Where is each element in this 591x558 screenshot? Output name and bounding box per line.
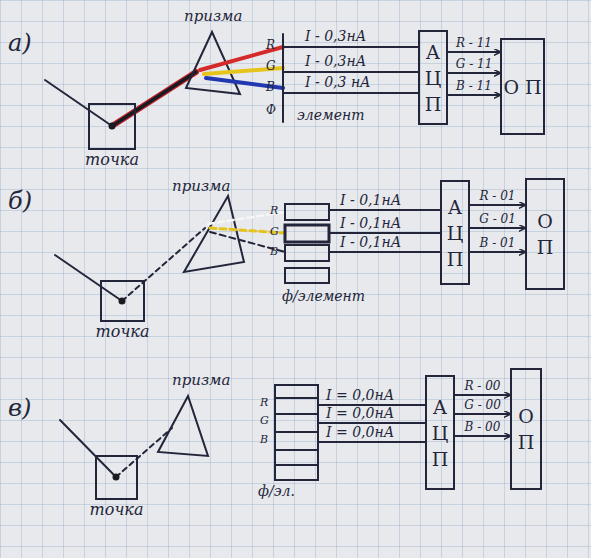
incident-ray: [55, 255, 122, 301]
annotation: призма: [184, 8, 242, 25]
annotation: призма: [172, 372, 230, 389]
annotation: I - 0,1нА: [340, 193, 401, 208]
current-wire: [329, 209, 440, 211]
reflected-ray: [112, 72, 196, 126]
unit-name: О П: [503, 74, 541, 100]
prism: [158, 396, 208, 456]
unit-name: А Ц П: [427, 394, 453, 472]
signal-arrow: [470, 204, 525, 206]
incident-ray: [60, 420, 116, 477]
photoelement-cell: [285, 245, 329, 261]
current-wire: [329, 232, 440, 234]
annotation: ф/элемент: [282, 289, 365, 304]
cell-divider: [275, 464, 318, 466]
point-box: точка: [88, 103, 136, 150]
photoelement-cell: [285, 225, 329, 242]
annotation: I - 0,3 нА: [305, 75, 371, 90]
current-wire: [318, 422, 425, 424]
signal-code: G - 00: [464, 399, 501, 411]
annotation: R: [266, 39, 275, 52]
signal-code: G - 01: [479, 213, 516, 225]
unit-box: А Ц П: [440, 180, 470, 285]
point-caption: точка: [85, 150, 139, 169]
signal-code: R - 00: [465, 380, 501, 392]
signal-arrow: [448, 94, 500, 96]
signal-arrow: [455, 394, 510, 396]
current-wire: [318, 441, 425, 443]
signal-arrow: [448, 51, 500, 53]
signal-code: R - 01: [480, 190, 516, 202]
signal-code: B - 11: [456, 80, 492, 92]
current-wire: [329, 251, 440, 253]
point-dot: [119, 298, 126, 305]
cell-divider: [275, 397, 318, 399]
cell-divider: [275, 413, 318, 415]
annotation: G: [260, 415, 269, 427]
annotation: Ф: [266, 104, 276, 117]
annotation: G: [266, 60, 276, 73]
point-dot: [109, 123, 116, 130]
annotation: I = 0,0нА: [326, 425, 394, 440]
annotation: ф/эл.: [258, 484, 295, 499]
unit-box: О П: [500, 38, 545, 135]
unit-name: О П: [527, 208, 563, 260]
reflected-ray: [122, 228, 205, 301]
signal-code: B - 00: [465, 421, 501, 433]
annotation: I = 0,0нА: [326, 406, 394, 421]
point-caption: точка: [90, 500, 144, 519]
unit-box: А Ц П: [418, 30, 448, 125]
panel-letter: в): [8, 395, 31, 421]
cell-divider: [275, 449, 318, 451]
annotation: элемент: [297, 108, 364, 123]
unit-name: А Ц П: [442, 194, 468, 272]
point-box: точка: [95, 455, 138, 500]
signal-arrow: [470, 227, 525, 229]
signal-code: G - 11: [456, 58, 493, 70]
signal-arrow: [455, 413, 510, 415]
signal-arrow: [470, 251, 525, 253]
signal-code: B - 01: [480, 237, 516, 249]
panel-letter: б): [8, 188, 32, 214]
annotation: I - 0,1нА: [340, 216, 401, 231]
unit-name: О П: [512, 403, 540, 455]
photoelement-cell: [285, 204, 329, 220]
annotation: B: [260, 434, 268, 446]
reflected-ray-fringe: [112, 72, 196, 126]
annotation: B: [270, 246, 278, 258]
annotation: G: [270, 226, 279, 238]
unit-box: А Ц П: [425, 375, 455, 490]
photoelement-block: [275, 385, 318, 480]
point-caption: точка: [96, 322, 150, 341]
panel-letter: а): [8, 30, 32, 56]
signal-code: R - 11: [456, 37, 492, 49]
point-box: точка: [100, 280, 145, 322]
current-wire: [283, 46, 418, 48]
current-wire: [283, 71, 418, 73]
point-dot: [113, 474, 120, 481]
signal-arrow: [448, 72, 500, 74]
annotation: B: [266, 81, 275, 94]
annotation: I = 0,0нА: [326, 388, 394, 403]
annotation: I - 0,3нА: [305, 29, 366, 44]
unit-box: О П: [525, 178, 565, 290]
annotation: R: [260, 397, 268, 409]
current-wire: [283, 92, 418, 94]
unit-box: О П: [510, 368, 542, 490]
annotation: призма: [172, 178, 230, 195]
photoelement-cell: [285, 268, 329, 283]
signal-arrow: [455, 435, 510, 437]
annotation: R: [270, 205, 278, 217]
annotation: I - 0,1нА: [340, 235, 401, 250]
unit-name: А Ц П: [420, 39, 446, 117]
annotation: I - 0,3нА: [305, 54, 366, 69]
cell-divider: [275, 431, 318, 433]
